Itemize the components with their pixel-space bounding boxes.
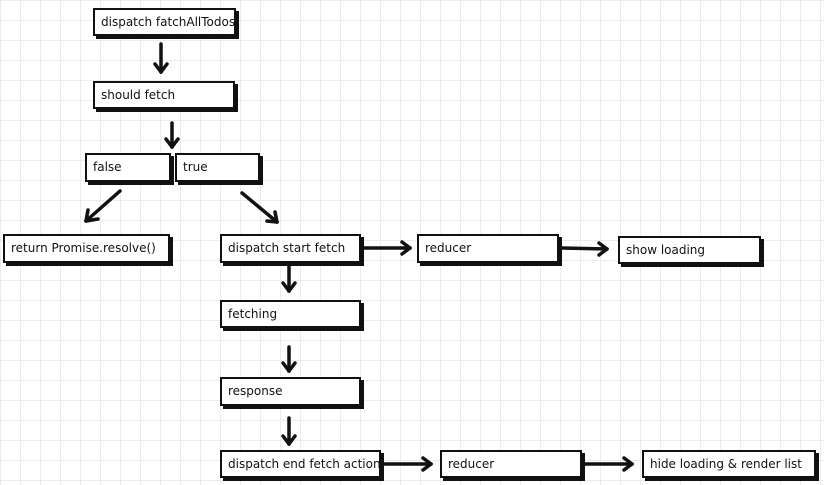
reducer-end-box: reducer bbox=[440, 450, 582, 478]
should-fetch-box: should fetch bbox=[93, 81, 235, 109]
arrow-end-to-reducer bbox=[383, 456, 433, 472]
hide-loading-render-list-box: hide loading & render list bbox=[642, 450, 816, 478]
response-box: response bbox=[220, 377, 361, 406]
arrow-reducer-to-show-loading bbox=[560, 241, 609, 257]
return-promise-resolve-box: return Promise.resolve() bbox=[3, 234, 170, 263]
arrow-start-to-fetching bbox=[281, 263, 297, 293]
true-branch-box: true bbox=[175, 153, 260, 182]
arrow-reducer-to-hide-render bbox=[583, 456, 634, 472]
arrow-fetch-to-should bbox=[153, 42, 169, 74]
arrow-should-to-branches bbox=[164, 121, 180, 149]
reducer-start-box: reducer bbox=[417, 234, 559, 263]
arrow-fetching-to-response bbox=[281, 345, 297, 373]
show-loading-box: show loading bbox=[618, 236, 761, 264]
arrow-start-to-reducer bbox=[362, 240, 412, 256]
fetching-box: fetching bbox=[220, 300, 361, 328]
dispatch-start-fetch-box: dispatch start fetch bbox=[220, 234, 361, 263]
arrow-response-to-end bbox=[281, 416, 297, 446]
dispatch-end-fetch-action-box: dispatch end fetch action bbox=[220, 450, 381, 478]
arrow-false-to-return bbox=[84, 189, 122, 223]
dispatch-fetch-all-todos-box: dispatch fatchAllTodos bbox=[93, 8, 236, 36]
false-branch-box: false bbox=[85, 153, 171, 182]
arrow-true-to-start bbox=[240, 191, 279, 224]
